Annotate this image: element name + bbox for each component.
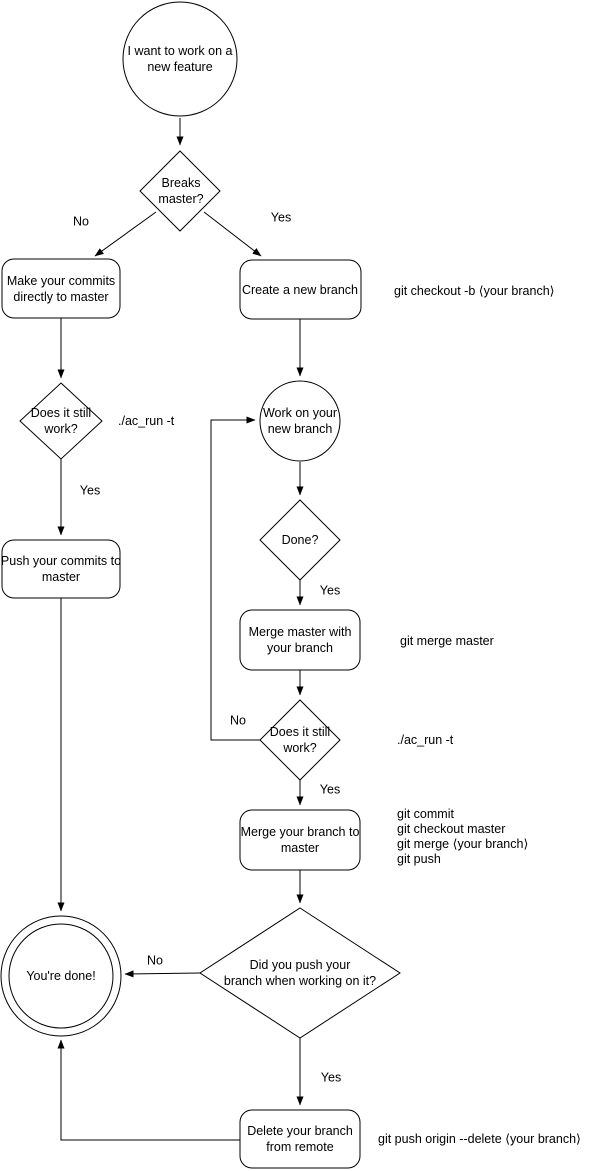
youre-done-inner-circle [8, 923, 114, 1029]
merge-branch-rect [239, 809, 361, 871]
annotation-checkout-cmd: git checkout -b ⟨your branch⟩ [394, 284, 555, 298]
edge-label-didpush-no: No [147, 953, 163, 968]
didpush-label: Did you push your branch when working on… [223, 958, 377, 988]
stillwork-mid-diamond [259, 699, 341, 781]
create-branch-label: Create a new branch [241, 283, 359, 297]
merge-branch-label: Merge your branch to master [240, 825, 360, 855]
edge-stillwork-mid-no-loop [210, 416, 260, 741]
work-branch-circle [259, 380, 341, 462]
stillwork-mid-label: Does it still work? [269, 725, 331, 755]
didpush-diamond [199, 907, 401, 1039]
start-label: I want to work on a new feature [127, 44, 233, 74]
edge-label-stillmid-yes: Yes [319, 782, 341, 797]
breaks-master-diamond [139, 150, 221, 232]
edge-breaks-no-to-commit [94, 211, 157, 257]
youre-done-label: You're done! [26, 969, 96, 983]
edge-label-breaks-yes: Yes [270, 210, 292, 225]
work-branch-label: Work on your new branch [262, 406, 338, 436]
doneq-diamond [259, 499, 341, 581]
edge-label-doneq-yes: Yes [319, 583, 341, 598]
annotation-delete-cmd: git push origin --delete ⟨your branch⟩ [378, 1132, 581, 1146]
push-commits-label: Push your commits to master [0, 554, 122, 584]
commit-master-label: Make your commits directly to master [6, 274, 116, 304]
edge-delete-to-done [57, 1039, 240, 1141]
create-branch-rect [239, 259, 362, 320]
delete-remote-label: Delete your branch from remote [247, 1124, 353, 1154]
stillwork-left-diamond [19, 382, 103, 460]
edge-label-stillmid-no: No [230, 713, 246, 728]
annotation-acrun-left: ./ac_run -t [118, 414, 175, 428]
doneq-label: Done? [281, 533, 319, 547]
edge-didpush-no-to-done [124, 970, 201, 978]
breaks-master-label: Breaks master? [158, 176, 204, 206]
annotation-merge-block: git commit git checkout master git merge… [397, 807, 529, 866]
stillwork-left-label: Does it still work? [30, 406, 92, 436]
merge-master-label: Merge master with your branch [248, 625, 352, 655]
edge-breaks-yes-to-create [203, 211, 262, 257]
annotation-acrun-mid: ./ac_run -t [397, 733, 454, 747]
commit-master-rect [1, 258, 121, 319]
edge-label-didpush-yes: Yes [320, 1070, 342, 1085]
edge-label-stillleft-yes: Yes [79, 483, 101, 498]
delete-remote-rect [239, 1109, 361, 1169]
merge-master-rect [239, 609, 361, 671]
start-circle [122, 1, 238, 117]
push-commits-rect [1, 539, 121, 599]
annotation-merge-master-cmd: git merge master [400, 634, 494, 648]
edge-label-breaks-no: No [73, 214, 89, 229]
